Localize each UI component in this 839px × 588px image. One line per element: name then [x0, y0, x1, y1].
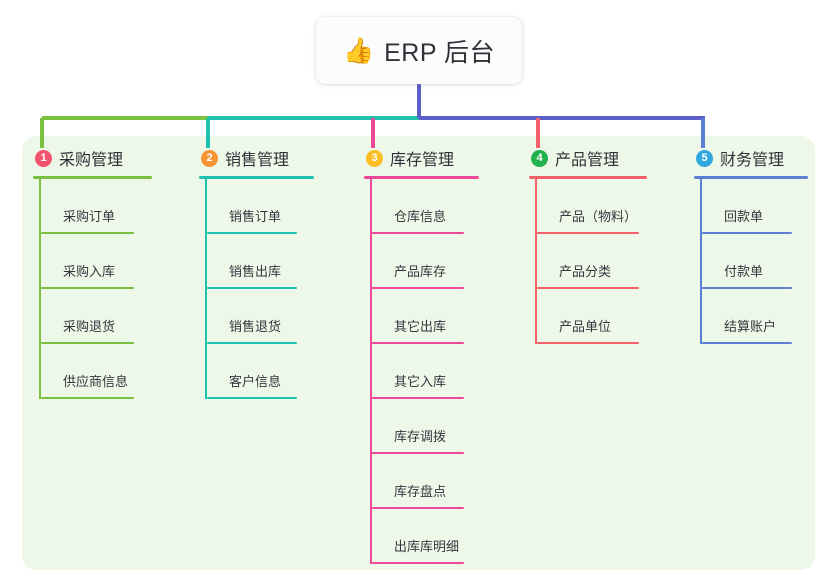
branch-underline-2 [199, 176, 314, 179]
leaf-underline [372, 287, 464, 289]
branch-title-1: 采购管理 [59, 152, 124, 169]
leaf-item[interactable]: 结算账户 [702, 289, 808, 344]
leaf-underline [537, 232, 639, 234]
root-title: ERP 后台 [384, 38, 496, 67]
leaf-underline [537, 287, 639, 289]
branch-badge-3: 3 [366, 149, 383, 167]
leaf-label: 结算账户 [724, 319, 777, 334]
branch-1: 1 采购管理采购订单采购入库采购退货供应商信息 [33, 145, 152, 399]
leaf-item[interactable]: 出库库明细 [372, 509, 479, 564]
root-node[interactable]: 👍 ERP 后台 [316, 17, 522, 84]
leaf-label: 销售出库 [229, 264, 282, 279]
leaf-underline [41, 342, 134, 344]
leaf-item[interactable]: 采购订单 [41, 179, 152, 234]
leaf-underline [537, 342, 639, 344]
leaf-label: 销售退货 [229, 319, 282, 334]
leaf-item[interactable]: 销售订单 [207, 179, 314, 234]
branch-underline-3 [364, 176, 479, 179]
leaf-underline [372, 397, 464, 399]
leaf-label: 库存调拨 [394, 429, 447, 444]
branch-badge-5: 5 [696, 149, 713, 167]
leaf-underline [41, 287, 134, 289]
leaf-label: 客户信息 [229, 374, 282, 389]
branch-spine-4: 产品（物料） 产品分类产品单位 [535, 179, 647, 344]
branch-underline-5 [694, 176, 808, 179]
leaf-item[interactable]: 供应商信息 [41, 344, 152, 399]
leaf-item[interactable]: 仓库信息 [372, 179, 479, 234]
leaf-underline [372, 562, 464, 564]
leaf-underline [207, 397, 297, 399]
branch-badge-1: 1 [35, 149, 52, 167]
branch-badge-4: 4 [531, 149, 548, 167]
thumbs-up-icon: 👍 [342, 36, 375, 65]
leaf-item[interactable]: 产品单位 [537, 289, 647, 344]
leaf-item[interactable]: 销售出库 [207, 234, 314, 289]
branch-title-4: 产品管理 [555, 152, 620, 169]
leaf-item[interactable]: 销售退货 [207, 289, 314, 344]
leaf-underline [702, 232, 792, 234]
branch-title-5: 财务管理 [720, 152, 785, 169]
leaf-item[interactable]: 库存调拨 [372, 399, 479, 454]
leaf-underline [207, 232, 297, 234]
leaf-label: 其它出库 [394, 319, 447, 334]
leaf-label: 付款单 [724, 264, 764, 279]
branch-spine-2: 销售订单销售出库销售退货客户信息 [205, 179, 314, 399]
branch-header-5[interactable]: 5 财务管理 [694, 145, 808, 171]
leaf-item[interactable]: 其它出库 [372, 289, 479, 344]
leaf-item[interactable]: 回款单 [702, 179, 808, 234]
leaf-item[interactable]: 产品分类 [537, 234, 647, 289]
leaf-underline [41, 397, 134, 399]
branch-underline-4 [529, 176, 647, 179]
branch-spine-5: 回款单付款单结算账户 [700, 179, 808, 344]
leaf-item[interactable]: 其它入库 [372, 344, 479, 399]
branch-title-3: 库存管理 [390, 152, 455, 169]
branch-spine-1: 采购订单采购入库采购退货供应商信息 [39, 179, 152, 399]
leaf-underline [372, 342, 464, 344]
leaf-label: 回款单 [724, 209, 764, 224]
branch-3: 3 库存管理仓库信息产品库存其它出库其它入库库存调拨库存盘点出库库明细 [364, 145, 479, 564]
branch-header-2[interactable]: 2 销售管理 [199, 145, 314, 171]
branch-header-4[interactable]: 4 产品管理 [529, 145, 647, 171]
leaf-item[interactable]: 采购入库 [41, 234, 152, 289]
branch-5: 5 财务管理回款单付款单结算账户 [694, 145, 808, 344]
leaf-underline [702, 287, 792, 289]
leaf-label: 产品分类 [559, 264, 612, 279]
branch-4: 4 产品管理产品（物料） 产品分类产品单位 [529, 145, 647, 344]
leaf-underline [41, 232, 134, 234]
leaf-label: 销售订单 [229, 209, 282, 224]
leaf-item[interactable]: 客户信息 [207, 344, 314, 399]
branch-header-3[interactable]: 3 库存管理 [364, 145, 479, 171]
branch-2: 2 销售管理销售订单销售出库销售退货客户信息 [199, 145, 314, 399]
branch-spine-3: 仓库信息产品库存其它出库其它入库库存调拨库存盘点出库库明细 [370, 179, 479, 564]
leaf-item[interactable]: 付款单 [702, 234, 808, 289]
leaf-underline [372, 232, 464, 234]
leaf-label: 采购订单 [63, 209, 116, 224]
leaf-underline [372, 507, 464, 509]
leaf-label: 产品库存 [394, 264, 447, 279]
content-panel [22, 136, 815, 570]
leaf-label: 产品单位 [559, 319, 612, 334]
leaf-label: 采购入库 [63, 264, 116, 279]
leaf-underline [702, 342, 792, 344]
leaf-label: 产品（物料） [559, 209, 638, 224]
leaf-label: 采购退货 [63, 319, 116, 334]
branch-header-1[interactable]: 1 采购管理 [33, 145, 152, 171]
leaf-label: 出库库明细 [394, 539, 460, 554]
leaf-label: 供应商信息 [63, 374, 129, 389]
leaf-underline [207, 287, 297, 289]
branch-badge-2: 2 [201, 149, 218, 167]
branch-title-2: 销售管理 [225, 152, 290, 169]
leaf-label: 库存盘点 [394, 484, 447, 499]
branch-underline-1 [33, 176, 152, 179]
leaf-item[interactable]: 产品库存 [372, 234, 479, 289]
leaf-item[interactable]: 库存盘点 [372, 454, 479, 509]
leaf-item[interactable]: 采购退货 [41, 289, 152, 344]
leaf-underline [372, 452, 464, 454]
leaf-underline [207, 342, 297, 344]
leaf-item[interactable]: 产品（物料） [537, 179, 647, 234]
leaf-label: 仓库信息 [394, 209, 447, 224]
leaf-label: 其它入库 [394, 374, 447, 389]
